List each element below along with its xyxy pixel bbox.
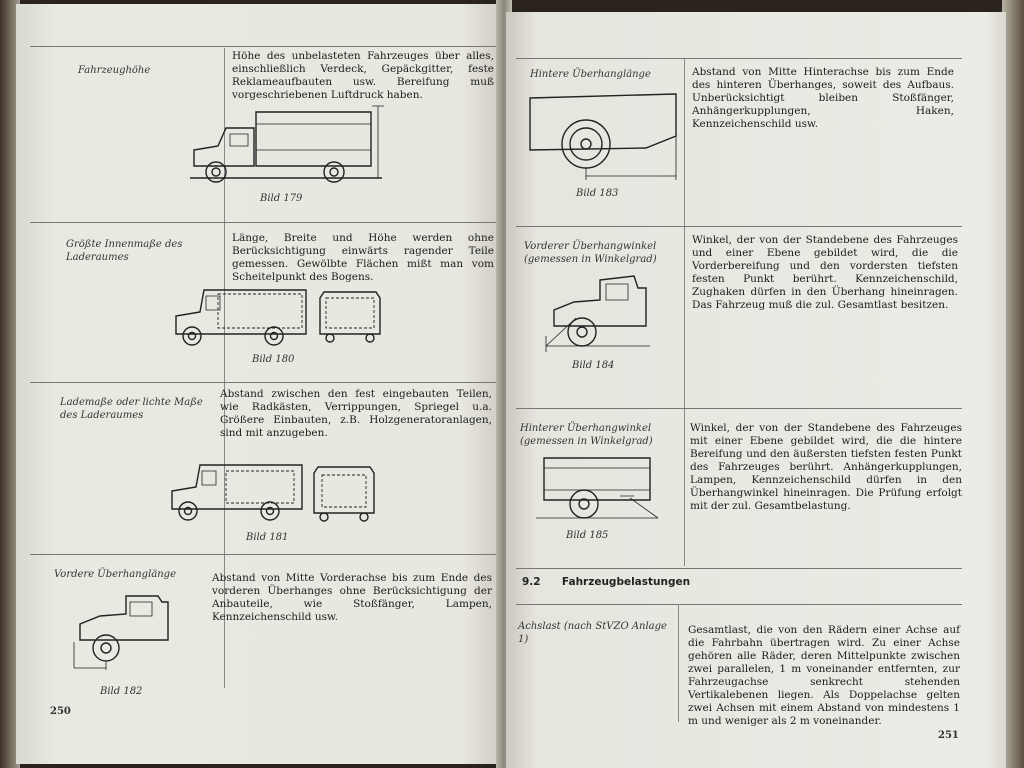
book-cover-left-edge <box>0 0 20 768</box>
van-load-diagram-icon <box>171 464 375 522</box>
row-term: Größte Innenmaße des Laderaumes <box>66 239 183 263</box>
row-rule <box>516 568 962 569</box>
figure-caption: Bild 181 <box>246 532 289 543</box>
column-divider <box>678 604 679 722</box>
row-rule <box>30 382 496 383</box>
rear-angle-diagram-icon <box>536 457 659 519</box>
row-description: Winkel, der von der Standebene des Fahrz… <box>690 422 962 512</box>
row-term: Achslast (nach StVZO Anlage 1) <box>518 621 667 645</box>
row-rule <box>516 226 962 227</box>
row-description: Abstand von Mitte Hinterachse bis zum En… <box>692 66 954 130</box>
column-divider <box>684 58 685 566</box>
row-description: Länge, Breite und Höhe werden ohne Berüc… <box>232 232 494 283</box>
row-rule <box>30 222 496 223</box>
figure-caption: Bild 182 <box>100 686 143 697</box>
front-overhang-diagram-icon <box>73 595 169 670</box>
right-page: Hintere Überhanglänge Abstand von Mitte … <box>506 12 1006 768</box>
page-number: 251 <box>938 730 959 741</box>
figure-caption: Bild 179 <box>260 193 303 204</box>
figure-caption: Bild 184 <box>572 360 615 371</box>
van-interior-diagram-icon <box>175 289 381 346</box>
row-term: Hinterer Überhangwinkel (gemessen in Win… <box>520 423 653 447</box>
page-number: 250 <box>50 706 71 717</box>
row-rule <box>516 604 962 605</box>
row-rule <box>30 554 496 555</box>
figure-caption: Bild 183 <box>576 188 619 199</box>
row-term: Lademaße oder lichte Maße des Laderaumes <box>60 397 203 421</box>
rear-overhang-diagram-icon <box>529 93 677 180</box>
left-page: Fahrzeughöhe Höhe des unbelasteten Fahrz… <box>16 4 500 764</box>
row-description: Höhe des unbelasteten Fahrzeuges über al… <box>232 50 494 101</box>
row-rule <box>516 408 962 409</box>
front-angle-diagram-icon <box>545 275 650 352</box>
row-description: Abstand zwischen den fest eingebauten Te… <box>220 388 492 439</box>
row-term: Hintere Überhanglänge <box>530 69 651 80</box>
truck-height-diagram-icon <box>190 105 384 183</box>
row-description: Gesamtlast, die von den Rädern einer Ach… <box>688 624 960 727</box>
figure-caption: Bild 185 <box>566 530 609 541</box>
section-title: Fahrzeugbelastungen <box>561 576 691 588</box>
row-term: Fahrzeughöhe <box>78 65 151 76</box>
row-rule <box>516 58 962 59</box>
section-number: 9.2 <box>522 576 541 588</box>
figure-caption: Bild 180 <box>252 354 295 365</box>
book-cover-right-edge <box>1002 0 1024 768</box>
row-description: Winkel, der von der Standebene des Fahrz… <box>692 234 958 311</box>
row-term: Vorderer Überhangwinkel (gemessen in Win… <box>524 241 657 265</box>
column-divider <box>224 48 225 688</box>
row-rule <box>30 46 496 47</box>
row-description: Abstand von Mitte Vorderachse bis zum En… <box>212 572 492 623</box>
row-term: Vordere Überhanglänge <box>54 569 176 580</box>
section-heading: 9.2 Fahrzeugbelastungen <box>522 576 690 588</box>
